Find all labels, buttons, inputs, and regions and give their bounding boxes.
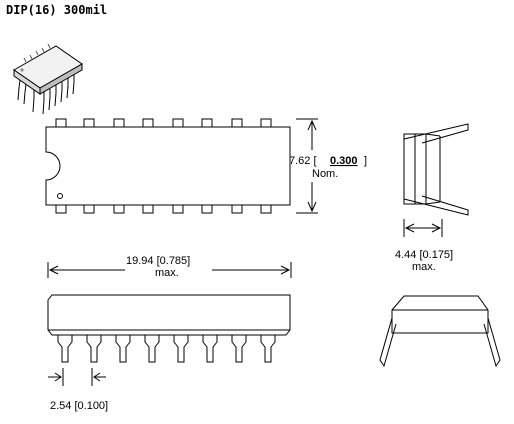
end-view [403,123,469,216]
width-label: 7.62 [ [289,155,317,167]
height-label: 4.44 [0.175] [395,249,453,261]
width-dimension [296,118,318,214]
end-front-view [379,295,501,368]
length-note: max. [155,267,179,279]
pitch-label: 2.54 [0.100] [50,400,108,412]
package-3d-illustration [13,43,83,115]
pitch-dimension [48,368,106,386]
length-label: 19.94 [0.785] [126,255,190,267]
front-view [47,294,291,363]
width-value-bold: 0.300 [330,155,358,167]
width-note: Nom. [312,168,338,180]
height-note: max. [412,261,436,273]
length-dimension [47,262,292,278]
height-dimension [403,219,443,237]
width-close: ] [364,155,367,167]
package-title: DIP(16) 300mil [6,3,108,17]
top-view [45,118,291,214]
